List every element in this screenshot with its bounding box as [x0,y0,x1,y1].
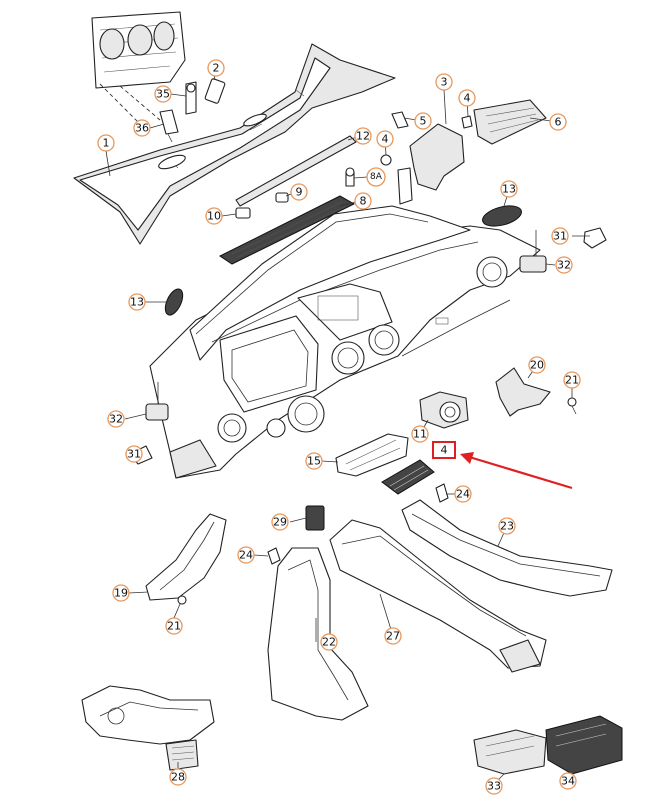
svg-text:8A: 8A [370,172,383,182]
vent-grille-part-4 [381,459,435,495]
callout-31a: 31 [551,227,569,245]
speaker-grille-left [164,288,184,316]
speaker-grille-right [482,205,522,227]
svg-text:20: 20 [530,359,544,372]
center-vent-unit [419,391,469,429]
defroster-vent [219,167,356,265]
callout-27: 27 [384,627,402,645]
callout-31b: 31 [125,445,143,463]
left-duct [145,513,227,601]
callout-4b: 4 [376,130,394,148]
callout-19: 19 [112,584,130,602]
clip-part-29 [305,505,325,531]
callout-3: 3 [435,73,453,91]
right-air-duct [401,499,613,597]
svg-text:33: 33 [487,780,501,793]
trim-strip [235,135,357,207]
svg-text:21: 21 [565,374,579,387]
svg-text:15: 15 [307,455,321,468]
svg-text:9: 9 [296,186,303,199]
callout-21b: 21 [165,617,183,635]
svg-text:21: 21 [167,620,181,633]
svg-text:28: 28 [171,771,185,784]
small-fittings [159,78,226,143]
callout-2: 2 [207,59,225,77]
svg-text:23: 23 [500,520,514,533]
svg-text:5: 5 [420,115,427,128]
svg-text:4: 4 [464,92,471,105]
callout-24b: 24 [237,546,255,564]
callout-13a: 13 [500,180,518,198]
svg-text:12: 12 [356,130,370,143]
svg-text:10: 10 [207,210,221,223]
svg-text:1: 1 [103,137,110,150]
callout-6: 6 [549,113,567,131]
callout-15: 15 [305,452,323,470]
callout-12: 12 [354,127,372,145]
callout-23: 23 [498,517,516,535]
callout-32b: 32 [107,410,125,428]
arrow-head [460,452,474,464]
svg-text:31: 31 [127,448,141,461]
svg-text:13: 13 [502,183,516,196]
callout-34: 34 [559,772,577,790]
callout-20: 20 [528,356,546,374]
highlight-marker: 4 [432,441,573,490]
right-bracket [495,367,577,417]
highlight-label: 4 [441,444,448,457]
svg-text:13: 13 [130,296,144,309]
callout-28: 28 [169,768,187,786]
svg-text:27: 27 [386,630,400,643]
callout-21a: 21 [563,371,581,389]
svg-text:8: 8 [360,195,367,208]
callout-10: 10 [205,207,223,225]
svg-text:3: 3 [441,76,448,89]
dashboard-main [149,205,541,479]
callout-11: 11 [411,425,429,443]
callout-35: 35 [154,85,172,103]
callout-1: 1 [97,134,115,152]
callout-5: 5 [414,112,432,130]
callout-22: 22 [320,633,338,651]
callout-29: 29 [271,513,289,531]
svg-text:11: 11 [413,428,427,441]
highlight-box [432,441,456,459]
main-air-duct [329,519,547,669]
callout-24a: 24 [454,485,472,503]
callout-8a: 8A [366,167,386,187]
cowl-panel [73,11,396,245]
svg-text:4: 4 [382,133,389,146]
upper-right-brackets [380,99,547,205]
highlight-arrow [465,454,573,490]
callout-13b: 13 [128,293,146,311]
vent-part-33 [473,729,547,775]
svg-text:22: 22 [322,636,336,649]
svg-text:19: 19 [114,587,128,600]
vent-part-34 [545,715,623,775]
callout-36: 36 [133,119,151,137]
svg-text:35: 35 [156,88,170,101]
svg-text:24: 24 [456,488,470,501]
callout-32a: 32 [555,256,573,274]
svg-text:32: 32 [109,413,123,426]
svg-text:36: 36 [135,122,149,135]
center-trim [335,433,409,477]
svg-text:2: 2 [213,62,220,75]
callouts: 1 2 3 4 4 5 6 8 8A 9 10 11 12 13 13 15 1… [97,59,581,795]
svg-text:31: 31 [553,230,567,243]
svg-text:24: 24 [239,549,253,562]
callout-8: 8 [354,192,372,210]
callout-4a: 4 [458,89,476,107]
console-area [81,685,215,771]
svg-text:6: 6 [555,116,562,129]
svg-text:32: 32 [557,259,571,272]
svg-text:34: 34 [561,775,575,788]
callout-9: 9 [290,183,308,201]
callout-33: 33 [485,777,503,795]
svg-text:29: 29 [273,516,287,529]
